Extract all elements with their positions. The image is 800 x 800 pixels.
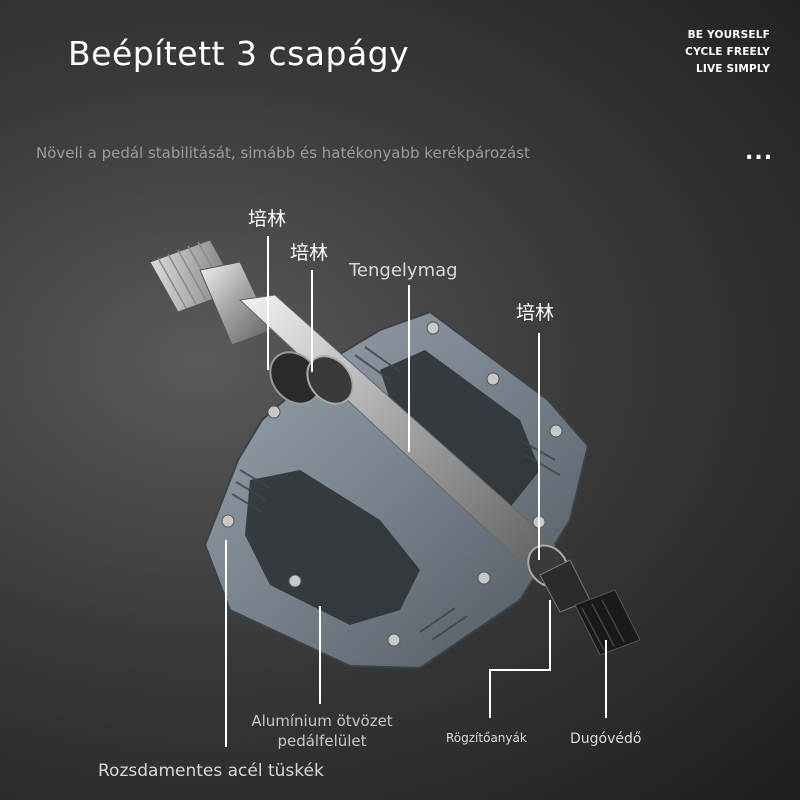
- more-dots-icon[interactable]: ...: [745, 140, 774, 165]
- callout-lines: [225, 236, 607, 747]
- page-title: Beépített 3 csapágy: [68, 34, 410, 73]
- label-bearing-1: 培林: [248, 208, 287, 230]
- label-alloy-body: Alumínium ötvözet pedálfelület: [248, 711, 396, 751]
- page-subtitle: Növeli a pedál stabilitását, simább és h…: [36, 144, 530, 162]
- label-bearing-3: 培林: [516, 302, 555, 324]
- label-dust-cap: Dugóvédő: [570, 731, 642, 747]
- label-alloy-body-line-2: pedálfelület: [277, 732, 367, 750]
- label-spindle: Tengelymag: [349, 260, 458, 281]
- tagline-line-2: CYCLE FREELY: [685, 46, 770, 58]
- label-steel-pins: Rozsdamentes acél tüskék: [98, 761, 324, 781]
- tagline-line-1: BE YOURSELF: [687, 29, 770, 41]
- pedal-axle: [149, 239, 641, 656]
- brand-tagline: BE YOURSELF CYCLE FREELY LIVE SIMPLY: [685, 27, 770, 78]
- pedal-body: [203, 310, 590, 670]
- tagline-line-3: LIVE SIMPLY: [695, 63, 770, 75]
- label-lock-nut: Rögzítőanyák: [446, 731, 527, 745]
- label-alloy-body-line-1: Alumínium ötvözet: [251, 712, 393, 730]
- label-bearing-2: 培林: [290, 242, 329, 264]
